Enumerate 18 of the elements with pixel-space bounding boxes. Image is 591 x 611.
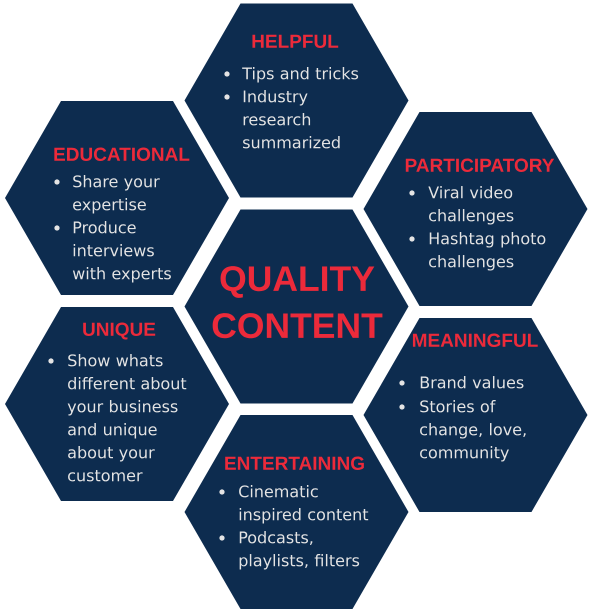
bullet-item: Industry research summarized <box>243 90 340 148</box>
bullet-item: Hashtag photo challenges <box>429 232 546 271</box>
heading: QUALITY CONTENT <box>212 266 382 338</box>
heading: MEANINGFUL <box>412 334 538 347</box>
bullet-item: Brand values <box>420 376 524 388</box>
heading: EDUCATIONAL <box>54 148 190 161</box>
heading: ENTERTAINING <box>225 456 364 470</box>
heading: UNIQUE <box>83 322 156 340</box>
bullet-item: Tips and tricks <box>242 67 358 83</box>
heading: PARTICIPATORY <box>406 158 554 172</box>
bullet-item: Podcasts, playlists, filters <box>240 531 360 570</box>
heading: HELPFUL <box>252 34 338 48</box>
bullet-item: Show whats different about your business and unique about your customer <box>68 354 186 482</box>
bullet-item: Stories of change, love, community <box>420 400 526 462</box>
bullet-item: Produce interviews with experts <box>72 221 171 283</box>
bullet-item: Cinematic inspired content <box>239 485 368 524</box>
bullet-item: Viral video challenges <box>428 186 514 225</box>
bullet-item: Share your expertise <box>73 175 160 214</box>
